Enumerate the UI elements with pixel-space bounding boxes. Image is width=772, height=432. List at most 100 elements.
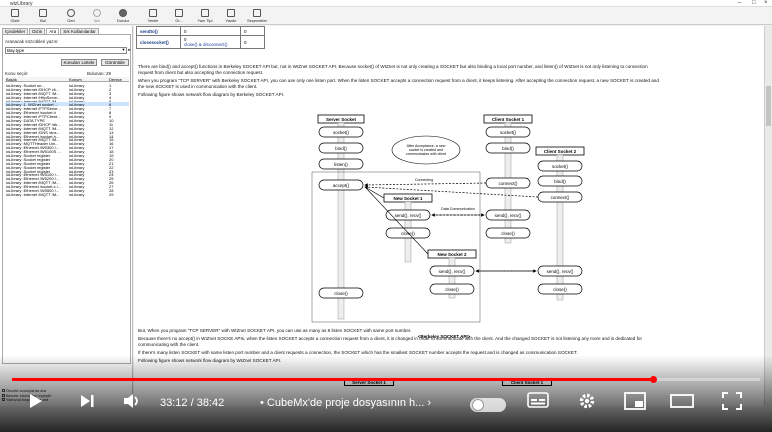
- note-bubble: [391, 135, 461, 165]
- list-item[interactable]: ioLibrary :Internet /MQTT /M...ioLibrary…: [5, 180, 129, 185]
- col-title[interactable]: Başlık: [6, 77, 17, 82]
- list-item[interactable]: ioLibrary :Internet /DHCP /dh...ioLibrar…: [5, 121, 129, 127]
- list-topics-button[interactable]: Konuları Listele: [61, 59, 97, 66]
- result-location: ioLibrary: [69, 121, 85, 127]
- miniplayer-icon[interactable]: [624, 392, 646, 410]
- svg-text:bind(): bind(): [502, 146, 514, 151]
- table-row: sendto() 0 0: [136, 26, 265, 36]
- result-title: ioLibrary :Internet /DHCP /dh...: [6, 121, 61, 127]
- list-item[interactable]: ioLibrary :Internet /FTPServe...ioLibrar…: [5, 106, 129, 112]
- toolbar-home-button[interactable]: Gi...: [166, 8, 192, 24]
- toolbar-options-button[interactable]: Seçenekler: [244, 8, 270, 24]
- toolbar-stop-button[interactable]: Durdur: [110, 8, 136, 24]
- list-item[interactable]: ioLibrary :Ethernet /socket.h...ioLibrar…: [5, 134, 129, 139]
- toolbar-back-button[interactable]: Geri: [58, 8, 84, 24]
- settings-gear-icon[interactable]: [578, 392, 596, 410]
- scrollbar-thumb[interactable]: [766, 86, 771, 126]
- next-icon[interactable]: [78, 392, 96, 410]
- search-input[interactable]: Bay.type: [5, 47, 127, 54]
- list-item[interactable]: ioLibrary :Internet /MQTT /M...ioLibrary…: [5, 98, 129, 104]
- svg-text:listen(): listen(): [334, 162, 348, 167]
- toolbar-find-button[interactable]: Bul: [30, 8, 56, 24]
- content-scrollbar[interactable]: [764, 26, 772, 406]
- play-icon[interactable]: [26, 392, 44, 410]
- result-rank: 5: [109, 98, 112, 104]
- select-topic-label: Konu seçin:: [5, 71, 29, 76]
- result-rank: 21: [109, 160, 114, 166]
- result-rank: 27: [109, 184, 114, 190]
- toolbar-font-button[interactable]: Yazı Tipi: [192, 8, 218, 24]
- result-location: ioLibrary: [69, 145, 85, 151]
- forward-icon: [93, 9, 101, 17]
- result-location: ioLibrary: [69, 125, 85, 131]
- maximize-button[interactable]: □: [752, 0, 756, 6]
- list-item[interactable]: ioLibrary :Ethernet /W5200 /...ioLibrary…: [5, 176, 129, 182]
- search-arrow-button[interactable]: ▸: [128, 47, 131, 52]
- result-location: ioLibrary: [69, 118, 85, 124]
- minimize-button[interactable]: –: [738, 0, 742, 6]
- result-rank: 16: [109, 141, 114, 147]
- list-item[interactable]: ioLibrary :Internet /HttpServe...ioLibra…: [5, 95, 129, 100]
- progress-scrubber[interactable]: [650, 376, 657, 383]
- list-item[interactable]: ioLibrary :Internet /DHCP cli...ioLibrar…: [5, 87, 129, 92]
- volume-icon[interactable]: [122, 392, 142, 410]
- list-item[interactable]: ioLibrary :Internet /MQTT /M...ioLibrary…: [5, 192, 129, 197]
- result-title: ioLibrary :Ethernet /W5100 /...: [6, 172, 60, 178]
- list-item[interactable]: ioLibrary :Internet /DNS /dns...ioLibrar…: [5, 129, 129, 135]
- server-accept-call: [318, 179, 364, 191]
- result-rank: 25: [109, 176, 114, 182]
- close-button[interactable]: ×: [764, 0, 768, 6]
- svg-text:socket(): socket(): [500, 130, 517, 135]
- svg-text:Connecting: Connecting: [415, 178, 433, 182]
- list-item[interactable]: ioLibrary :Ethernet /W5100S ...ioLibrary…: [5, 149, 129, 154]
- svg-text:communicates with client: communicates with client: [406, 152, 446, 156]
- list-item[interactable]: ioLibrary :Internet /MQTT /M...ioLibrary…: [5, 125, 129, 131]
- list-item[interactable]: ioLibrary :1. WIZnet socket ...ioLibrary…: [5, 102, 129, 108]
- print-icon: [39, 9, 47, 17]
- list-item[interactable]: ioLibrary :Ethernet /socket.c /...ioLibr…: [5, 184, 129, 190]
- subtitles-icon[interactable]: [527, 392, 549, 408]
- video-chapter-title[interactable]: • CubeMx'de proje dosyasının h... ›: [260, 397, 432, 409]
- paragraph-2b: the new SOCKET is used in communication …: [138, 84, 258, 89]
- close-disconnect-link[interactable]: close() & disconnect(): [184, 42, 228, 47]
- list-item[interactable]: ioLibrary :Internet /FTPClient...ioLibra…: [5, 114, 129, 119]
- list-item[interactable]: ioLibrary :Ethernet /W5500 /...ioLibrary…: [5, 188, 129, 194]
- result-title: ioLibrary :Ethernet /socket.h: [6, 110, 56, 116]
- toolbar-forward-button[interactable]: İleri: [84, 8, 110, 24]
- paragraph-1b: request from client but also accepting t…: [138, 70, 264, 75]
- list-item[interactable]: ioLibrary :Ethernet /W5300 /...ioLibrary…: [5, 145, 129, 151]
- autoplay-toggle[interactable]: [470, 398, 506, 412]
- api-name: closesocket(): [136, 35, 181, 49]
- fullscreen-icon[interactable]: [722, 392, 742, 410]
- display-button[interactable]: Görüntüle: [101, 59, 129, 66]
- list-item[interactable]: ioLibrary :Internet /MQTT /M...ioLibrary…: [5, 91, 129, 96]
- svg-text:close(): close(): [334, 291, 348, 296]
- toolbar-hide-button[interactable]: Gizle: [2, 8, 28, 24]
- result-rank: 6: [109, 102, 112, 108]
- video-time: 33:12 / 38:42: [160, 397, 225, 409]
- list-item[interactable]: ioLibrary :Ethernet /W5100 /...ioLibrary…: [5, 172, 129, 178]
- search-panel: Aranacak sözcükleri yazın: Bay.type ▾ ▸ …: [2, 34, 131, 364]
- result-rank: 13: [109, 129, 114, 135]
- search-dropdown-arrow[interactable]: ▾: [122, 47, 125, 52]
- toolbar-print-button[interactable]: Yazdır: [218, 8, 244, 24]
- theater-mode-icon[interactable]: [670, 392, 694, 410]
- col-location[interactable]: Konum: [69, 77, 82, 82]
- result-location: ioLibrary: [69, 188, 85, 194]
- list-item[interactable]: ioLibrary :Internet /MQTT /M...ioLibrary…: [5, 137, 129, 142]
- server-socket-label: Server Socket: [326, 117, 357, 122]
- col-rank[interactable]: Derece: [109, 77, 122, 82]
- result-rank: 12: [109, 125, 114, 131]
- toolbar-refresh-button[interactable]: Yenile: [140, 8, 166, 24]
- result-rank: 7: [109, 106, 112, 112]
- progress-played: [12, 378, 653, 381]
